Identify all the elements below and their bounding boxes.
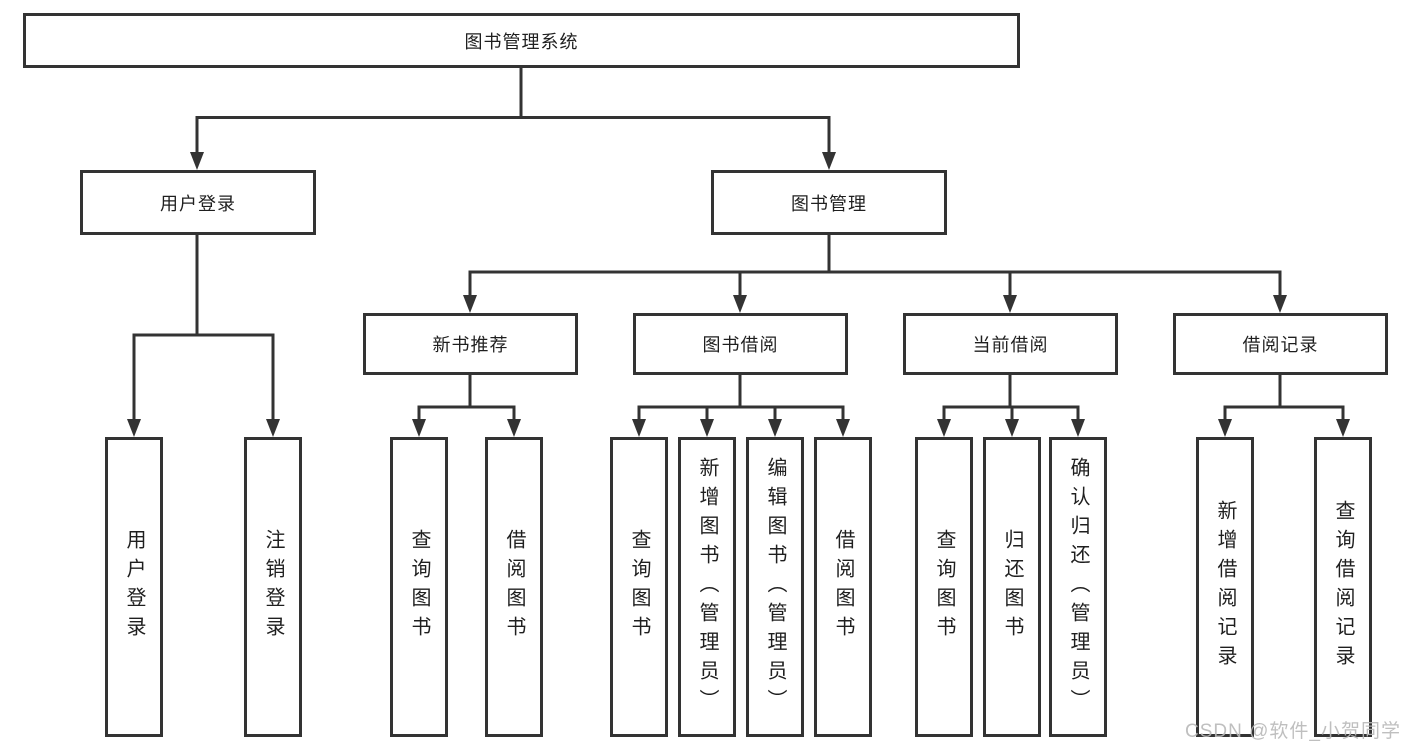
node-user-login-label: 用户登录 xyxy=(160,193,236,214)
leaf-label: 借阅图书 xyxy=(832,529,854,645)
arrow-down-icon xyxy=(1071,419,1085,437)
leaf-label: 查询图书 xyxy=(933,529,955,645)
connector-new-books-to-leaves xyxy=(417,375,516,421)
leaf-query-borrow-record: 查询借阅记录 xyxy=(1314,437,1372,737)
node-new-books: 新书推荐 xyxy=(363,313,578,375)
arrow-down-icon xyxy=(700,419,714,437)
node-current-borrow-label: 当前借阅 xyxy=(972,335,1049,355)
csdn-watermark: CSDN @软件_小贺同学 xyxy=(1185,721,1401,742)
arrow-down-icon xyxy=(1218,419,1232,437)
leaf-borrow-books-2: 借阅图书 xyxy=(814,437,872,737)
node-borrow-records: 借阅记录 xyxy=(1173,313,1388,375)
leaf-label: 确认归还（管理员） xyxy=(1067,456,1089,718)
leaf-add-borrow-record: 新增借阅记录 xyxy=(1196,437,1254,737)
arrow-down-icon xyxy=(1273,295,1287,313)
arrow-down-icon xyxy=(822,152,836,170)
arrow-down-icon xyxy=(1003,295,1017,313)
arrow-down-icon xyxy=(836,419,850,437)
arrow-down-icon xyxy=(937,419,951,437)
arrow-down-icon xyxy=(463,295,477,313)
leaf-label: 归还图书 xyxy=(1001,529,1023,645)
leaf-label: 注销登录 xyxy=(262,529,284,645)
node-book-mgmt-label: 图书管理 xyxy=(791,193,867,214)
leaf-query-books-3: 查询图书 xyxy=(915,437,973,737)
node-user-login: 用户登录 xyxy=(80,170,316,235)
arrow-down-icon xyxy=(768,419,782,437)
arrow-down-icon xyxy=(412,419,426,437)
node-borrow-records-label: 借阅记录 xyxy=(1242,335,1319,355)
node-book-borrow-label: 图书借阅 xyxy=(702,335,779,355)
leaf-label: 新增图书（管理员） xyxy=(696,456,718,718)
arrow-down-icon xyxy=(266,419,280,437)
node-new-books-label: 新书推荐 xyxy=(432,335,509,355)
leaf-query-books-2: 查询图书 xyxy=(610,437,668,737)
node-root-label: 图书管理系统 xyxy=(464,31,579,52)
leaf-label: 用户登录 xyxy=(123,529,145,645)
connector-borrow-records-to-leaves xyxy=(1223,375,1345,421)
leaf-edit-books-admin: 编辑图书（管理员） xyxy=(746,437,804,737)
arrow-down-icon xyxy=(632,419,646,437)
arrow-down-icon xyxy=(127,419,141,437)
node-current-borrow: 当前借阅 xyxy=(903,313,1118,375)
node-root: 图书管理系统 xyxy=(23,13,1020,68)
leaf-label: 查询图书 xyxy=(408,529,430,645)
leaf-logout: 注销登录 xyxy=(244,437,302,737)
leaf-label: 查询借阅记录 xyxy=(1332,500,1354,674)
node-book-borrow: 图书借阅 xyxy=(633,313,848,375)
connector-root-to-level1 xyxy=(195,68,831,153)
leaf-user-login: 用户登录 xyxy=(105,437,163,737)
node-book-mgmt: 图书管理 xyxy=(711,170,947,235)
leaf-label: 编辑图书（管理员） xyxy=(764,456,786,718)
leaf-add-books-admin: 新增图书（管理员） xyxy=(678,437,736,737)
connector-user-login-to-leaves xyxy=(132,235,275,420)
arrow-down-icon xyxy=(1005,419,1019,437)
leaf-query-books-1: 查询图书 xyxy=(390,437,448,737)
connector-book-borrow-to-leaves xyxy=(637,375,845,421)
arrow-down-icon xyxy=(190,152,204,170)
leaf-label: 查询图书 xyxy=(628,529,650,645)
arrow-down-icon xyxy=(507,419,521,437)
arrow-down-icon xyxy=(733,295,747,313)
leaf-return-books: 归还图书 xyxy=(983,437,1041,737)
arrow-down-icon xyxy=(1336,419,1350,437)
leaf-confirm-return-admin: 确认归还（管理员） xyxy=(1049,437,1107,737)
leaf-label: 新增借阅记录 xyxy=(1214,500,1236,674)
connector-current-borrow-to-leaves xyxy=(942,375,1080,421)
leaf-label: 借阅图书 xyxy=(503,529,525,645)
leaf-borrow-books-1: 借阅图书 xyxy=(485,437,543,737)
connector-book-mgmt-to-level2 xyxy=(468,235,1282,296)
